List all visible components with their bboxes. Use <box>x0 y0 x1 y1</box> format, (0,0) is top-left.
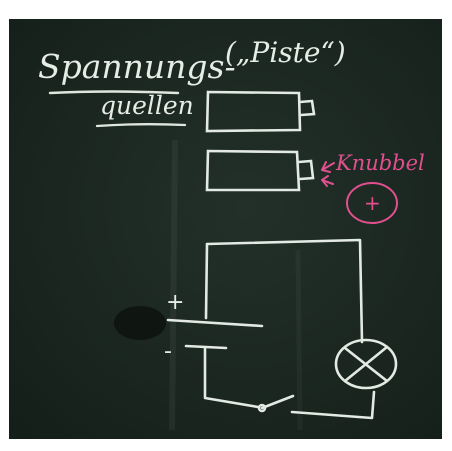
battery-plus-sign: + <box>166 290 184 315</box>
heading-second-line: quellen <box>100 91 194 120</box>
lamp-circle <box>334 338 398 390</box>
board-smudge <box>169 139 178 431</box>
plus-circle <box>346 182 398 224</box>
circuit-left-wire-lower <box>203 346 260 409</box>
hand-smudge <box>114 306 166 340</box>
circuit-bottom-wire <box>290 390 376 420</box>
battery-drawing-bottom <box>205 149 315 192</box>
second-line-underline <box>95 123 187 128</box>
battery-long-plate <box>166 318 264 328</box>
lamp-cross <box>343 345 389 383</box>
circuit-left-wire-upper <box>204 242 209 320</box>
arrow-upper <box>321 162 335 171</box>
quote-text: („Piste“) <box>225 36 346 69</box>
circuit-drawing <box>166 238 398 420</box>
battery-short-plate <box>184 344 228 350</box>
annotation-label: Knubbel <box>335 151 425 175</box>
battery-drawing-top <box>205 90 316 133</box>
pink-annotation <box>321 161 398 224</box>
heading-underline <box>48 90 180 95</box>
plus-circle-symbol: + <box>364 191 381 215</box>
switch-lever <box>260 394 295 410</box>
board-smudge-2 <box>295 249 303 431</box>
battery-minus-sign: - <box>164 339 172 364</box>
circuit-top-wire <box>205 238 364 344</box>
heading-text: Spannungs- <box>38 47 236 86</box>
